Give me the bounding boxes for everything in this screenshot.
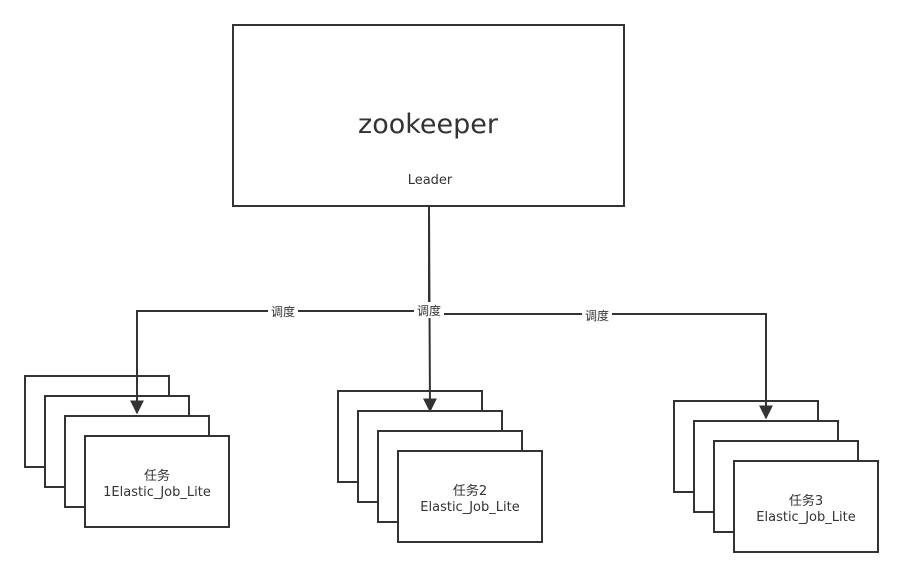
- zookeeper-node: zookeeper Leader: [232, 24, 625, 207]
- task-2-label-line2: Elastic_Job_Lite: [420, 500, 519, 515]
- task-3-front-box: [733, 460, 879, 553]
- task-2-front-box: [397, 450, 543, 543]
- connectors: [130, 205, 773, 420]
- task-3-label-line1: 任务3: [789, 493, 823, 509]
- task-3-label-line2: Elastic_Job_Lite: [756, 510, 855, 525]
- zookeeper-subtitle: Leader: [408, 173, 453, 188]
- edge-label-bg: [414, 302, 444, 318]
- task-stack-2: 任务2 Elastic_Job_Lite: [337, 390, 543, 543]
- task-2-label-line1: 任务2: [453, 483, 487, 499]
- task-stack-1: 任务 1Elastic_Job_Lite: [24, 375, 230, 528]
- zookeeper-box: [232, 24, 625, 207]
- edge-label-task-1: 调度: [271, 304, 295, 319]
- edge-labels: 调度 调度 调度: [268, 302, 612, 323]
- zookeeper-title: zookeeper: [358, 109, 499, 140]
- edge-label-task-2: 调度: [417, 303, 441, 318]
- task-1-front-box: [84, 435, 230, 528]
- task-1-label-line2: 1Elastic_Job_Lite: [103, 485, 211, 500]
- task-1-label-line1: 任务: [144, 468, 170, 484]
- edge-label-task-3: 调度: [585, 308, 609, 323]
- edge-label-bg: [268, 303, 298, 319]
- edge-label-bg: [582, 307, 612, 323]
- task-stack-3: 任务3 Elastic_Job_Lite: [673, 400, 879, 553]
